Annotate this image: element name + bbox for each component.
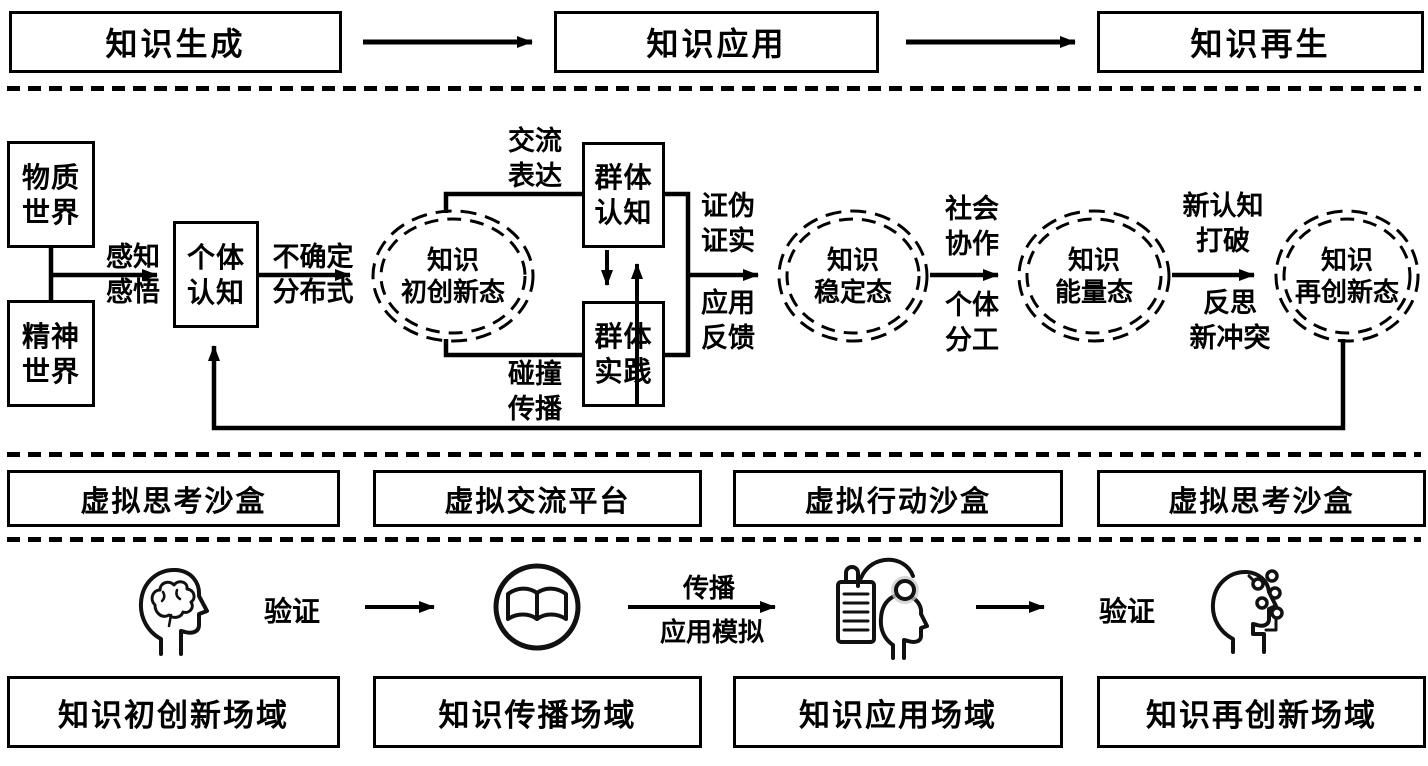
platform-box-communication-platform: 虚拟交流平台 (373, 470, 702, 527)
circuit-head-icon (1200, 562, 1292, 659)
double-dashed-ellipse (1274, 209, 1420, 343)
verify-label-left: 验证 (263, 596, 321, 627)
platform-box-thinking-sandbox-left: 虚拟思考沙盒 (7, 470, 340, 527)
state-label: 知识 再创新态 (1294, 244, 1399, 308)
state-stable: 知识 稳定态 (776, 208, 930, 344)
field-box-application: 知识应用场域 (733, 676, 1063, 748)
stage-box-knowledge-generation: 知识生成 (9, 11, 342, 73)
edge-label-apply-feedback: 应用 反馈 (701, 288, 755, 354)
material-world-box: 物质 世界 (7, 141, 95, 248)
group-cognition-box: 群体 认知 (582, 142, 665, 248)
group-practice-box: 群体 实践 (582, 301, 665, 407)
field-box-re-innovation: 知识再创新场域 (1097, 676, 1426, 748)
state-label: 知识 初创新态 (400, 244, 505, 308)
edge-label-new-cognition-break: 新认知 打破 (1182, 191, 1264, 257)
edge-label-collide-spread: 碰撞 传播 (508, 359, 562, 425)
field-box-initial-innovation: 知识初创新场域 (7, 676, 340, 748)
listening-person-icon (833, 552, 929, 665)
state-initial-innovation: 知识 初创新态 (370, 208, 536, 344)
platform-box-thinking-sandbox-right: 虚拟思考沙盒 (1097, 470, 1426, 527)
edge-label-exchange-express: 交流 表达 (508, 126, 562, 192)
edge-label-perceive: 感知 感悟 (106, 242, 160, 308)
open-book-icon (492, 562, 582, 657)
spiritual-world-box: 精神 世界 (7, 300, 95, 407)
edge-label-individual-division: 个体 分工 (945, 290, 999, 356)
apply-simulate-label: 应用模拟 (659, 617, 765, 647)
edge-label-uncertain-distributed: 不确定 分布式 (272, 242, 354, 308)
field-box-dissemination: 知识传播场域 (373, 676, 702, 748)
stage-box-knowledge-application: 知识应用 (554, 11, 879, 73)
state-label: 知识 能量态 (1054, 244, 1133, 308)
state-energy: 知识 能量态 (1016, 208, 1172, 344)
stage-box-knowledge-regeneration: 知识再生 (1097, 11, 1424, 73)
brain-head-icon (127, 560, 211, 661)
edge-label-social-collaboration: 社会 协作 (945, 194, 999, 260)
dashed-separator-middle-lower (7, 537, 1421, 542)
edge-label-falsify-verify: 证伪 证实 (701, 191, 755, 257)
individual-cognition-box: 个体 认知 (173, 221, 259, 328)
platform-box-action-sandbox: 虚拟行动沙盒 (733, 470, 1063, 527)
dashed-separator-top (7, 86, 1421, 91)
edge-label-reflect-new-conflict: 反思 新冲突 (1189, 288, 1271, 354)
verify-label-right: 验证 (1098, 596, 1156, 627)
state-label: 知识 稳定态 (813, 244, 892, 308)
state-re-innovation: 知识 再创新态 (1273, 208, 1421, 344)
dashed-separator-middle-upper (7, 452, 1421, 457)
spread-label: 传播 (682, 573, 736, 603)
